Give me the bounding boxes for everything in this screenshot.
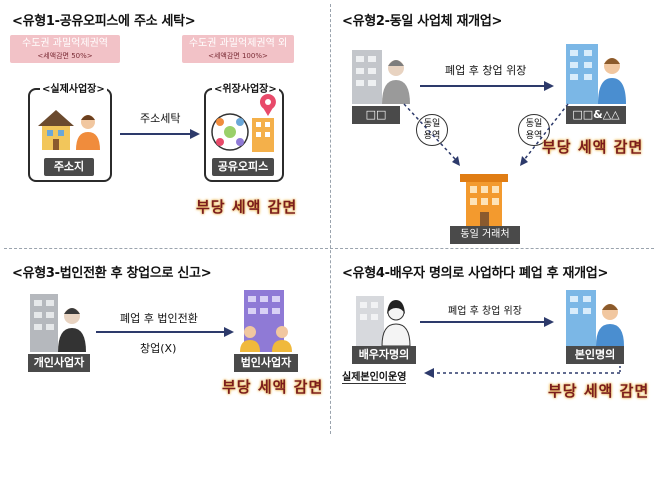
panel4-right-caption: 본인명의 bbox=[566, 346, 624, 364]
panel2-arrow-label: 폐업 후 창업 위장 bbox=[445, 64, 527, 77]
same-service-circle-right: 동일 용역 bbox=[518, 114, 550, 146]
arrow-right-icon bbox=[420, 81, 554, 91]
actual-workplace-caption: 주소지 bbox=[44, 158, 94, 176]
right-region-tag: 수도권 과밀억제권역 외 <세액감면 100%> bbox=[182, 35, 294, 63]
gray-building-person-icon bbox=[352, 50, 410, 104]
left-circle-line1: 동일 bbox=[423, 119, 441, 129]
left-circle-line2: 용역 bbox=[423, 131, 441, 141]
left-region-tag-line1: 수도권 과밀억제권역 bbox=[22, 38, 108, 49]
dotted-arrows-to-client bbox=[403, 103, 569, 166]
panel3-right-caption: 법인사업자 bbox=[234, 354, 298, 372]
spouse-building-icon bbox=[356, 296, 411, 347]
left-region-tag-line2: <세액감면 50%> bbox=[37, 52, 93, 60]
panel1-stamp: 부당 세액 감면 bbox=[196, 198, 298, 216]
actual-workplace-label: <실제사업장> bbox=[40, 80, 107, 95]
panel1-title: <유형1-공유오피스에 주소 세탁> bbox=[12, 14, 196, 29]
left-region-tag: 수도권 과밀억제권역 <세액감면 50%> bbox=[10, 35, 120, 63]
orange-building-icon bbox=[460, 174, 508, 226]
fake-workplace-label: <위장사업장> bbox=[212, 80, 279, 95]
right-region-tag-line2: <세액감면 100%> bbox=[208, 52, 268, 60]
arrow-right-icon bbox=[420, 317, 554, 327]
panel2-right-caption: □□&△△ bbox=[566, 106, 626, 124]
house-person-icon bbox=[38, 110, 100, 150]
panel4-left-caption: 배우자명의 bbox=[352, 346, 416, 364]
dotted-return-arrow bbox=[424, 366, 621, 378]
arrow-right-icon bbox=[96, 327, 234, 337]
panel2-stamp: 부당 세액 감면 bbox=[542, 138, 644, 156]
arrow-right-icon bbox=[120, 129, 200, 139]
right-region-tag-line1: 수도권 과밀억제권역 외 bbox=[188, 38, 288, 49]
panel3-arrow-top-label: 폐업 후 법인전환 bbox=[120, 312, 198, 325]
blue-building-person-icon bbox=[566, 44, 626, 104]
blue-building-person-icon bbox=[566, 290, 624, 346]
panel4-left-subcaption: 실제본인이운영 bbox=[342, 368, 407, 384]
panel4-stamp: 부당 세액 감면 bbox=[548, 382, 650, 400]
panel3-left-caption: 개인사업자 bbox=[28, 354, 90, 372]
panel2-left-caption: □□ bbox=[352, 106, 400, 124]
panel3-arrow-bottom-label: 창업(X) bbox=[140, 342, 177, 355]
same-service-circle-left: 동일 용역 bbox=[416, 114, 448, 146]
panel4-arrow-label: 폐업 후 창업 위장 bbox=[448, 306, 522, 317]
arrow-label-address-laundering: 주소세탁 bbox=[140, 112, 181, 125]
gray-building-person-icon bbox=[30, 294, 86, 352]
panel2-title: <유형2-동일 사업체 재개업> bbox=[342, 14, 503, 29]
purple-building-people-icon bbox=[240, 290, 292, 352]
panel3-title: <유형3-법인전환 후 창업으로 신고> bbox=[12, 266, 212, 281]
shared-office-icon bbox=[211, 94, 276, 152]
right-circle-line2: 용역 bbox=[525, 131, 543, 141]
horizontal-divider bbox=[4, 248, 654, 249]
right-circle-line1: 동일 bbox=[525, 119, 543, 129]
panel2-bottom-caption: 동일 거래처 bbox=[450, 226, 520, 244]
panel3-stamp: 부당 세액 감면 bbox=[222, 378, 324, 396]
panel4-title: <유형4-배우자 명의로 사업하다 폐업 후 재개업> bbox=[342, 266, 609, 281]
vertical-divider bbox=[330, 4, 331, 434]
fake-workplace-caption: 공유오피스 bbox=[212, 158, 274, 176]
